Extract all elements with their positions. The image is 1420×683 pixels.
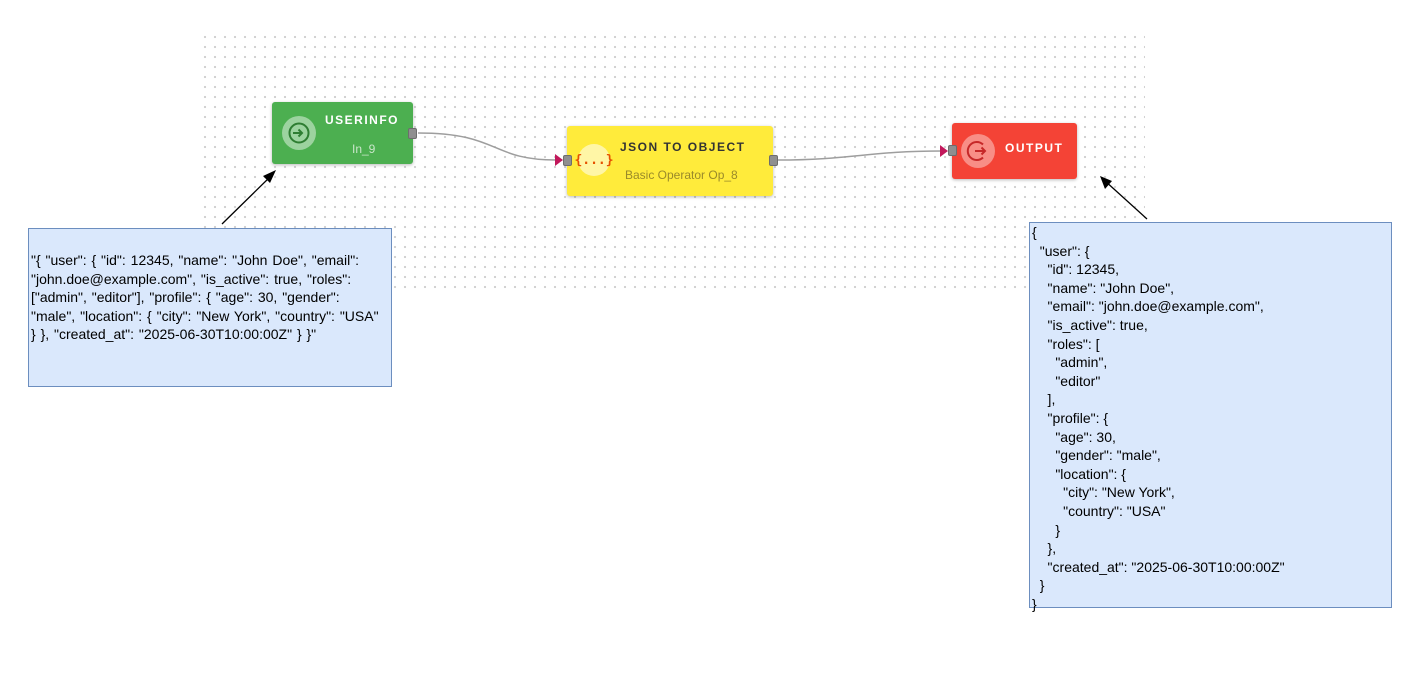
curly-braces-icon: {...} — [574, 144, 614, 176]
output-json-line: "location": { — [1032, 465, 1126, 482]
output-json-line: "id": 12345, — [1032, 261, 1119, 278]
output-json-line: "name": "John Doe", — [1032, 279, 1175, 296]
output-json-line: }, — [1032, 540, 1057, 557]
output-json-line: ], — [1032, 391, 1056, 408]
output-node[interactable]: OUTPUT — [948, 123, 1077, 179]
input-node[interactable]: USERINFO In_9 — [272, 102, 417, 164]
operator-node[interactable]: {...} JSON TO OBJECT Basic Operator Op_8 — [563, 126, 778, 196]
output-json-line: "email": "john.doe@example.com", — [1032, 298, 1264, 315]
curly-braces-glyph: {...} — [574, 152, 614, 168]
output-json-line: "age": 30, — [1032, 428, 1116, 445]
output-json-line: "created_at": "2025-06-30T10:00:00Z" — [1032, 558, 1285, 575]
input-node-output-port[interactable] — [408, 128, 417, 139]
input-node-title: USERINFO — [325, 113, 400, 127]
output-json-line: "roles": [ — [1032, 335, 1100, 352]
output-json-line: } — [1032, 521, 1061, 538]
input-json-text: "{ "user": { "id": 12345, "name": "John … — [31, 252, 379, 343]
output-json-note: { "user": { "id": 12345, "name": "John D… — [1029, 222, 1392, 612]
output-node-input-port[interactable] — [948, 145, 957, 156]
output-node-title: OUTPUT — [1005, 141, 1064, 155]
output-json-line: "city": "New York", — [1032, 484, 1175, 501]
output-json-line: { — [1032, 224, 1037, 240]
operator-node-output-port[interactable] — [769, 155, 778, 166]
output-json-line: } — [1032, 595, 1037, 612]
output-json-line: "is_active": true, — [1032, 316, 1148, 333]
output-json-line: "profile": { — [1032, 409, 1109, 426]
output-json-line: "country": "USA" — [1032, 502, 1166, 519]
input-node-subtitle: In_9 — [352, 142, 376, 156]
logout-arrow-icon — [961, 134, 995, 168]
operator-node-title: JSON TO OBJECT — [620, 140, 746, 154]
operator-node-subtitle: Basic Operator Op_8 — [625, 168, 738, 182]
output-json-line: "admin", — [1032, 354, 1108, 371]
output-json-line: "gender": "male", — [1032, 447, 1161, 464]
operator-node-input-port[interactable] — [563, 155, 572, 166]
input-json-note: "{ "user": { "id": 12345, "name": "John … — [28, 228, 392, 387]
output-json-line: "editor" — [1032, 372, 1101, 389]
output-json-line: } — [1032, 577, 1045, 594]
output-json-line: "user": { — [1032, 242, 1090, 259]
output-json-lines: { "user": { "id": 12345, "name": "John D… — [1032, 223, 1391, 613]
login-arrow-icon — [282, 116, 316, 150]
